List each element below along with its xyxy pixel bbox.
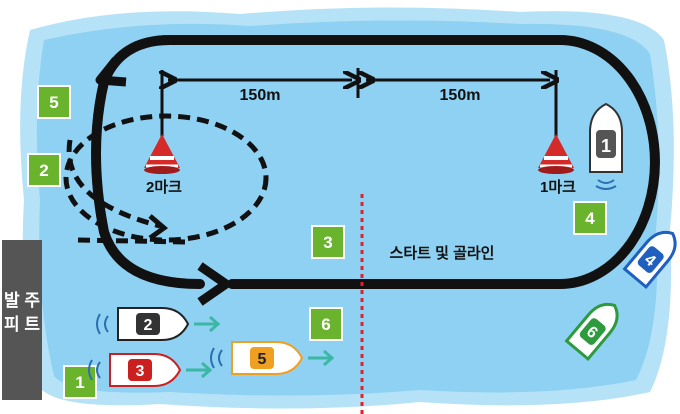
turn-path-dashed xyxy=(63,113,269,243)
badge-2: 2 xyxy=(27,153,61,187)
water-inner xyxy=(36,20,659,396)
svg-text:4: 4 xyxy=(585,209,595,228)
svg-text:6: 6 xyxy=(321,315,330,334)
badge-5: 5 xyxy=(37,85,71,119)
track-arrow-top xyxy=(95,57,127,87)
mark2-label: 2마크 xyxy=(146,179,182,196)
svg-text:3: 3 xyxy=(136,363,145,380)
badge-1: 1 xyxy=(63,365,97,399)
mark2-buoy xyxy=(144,134,180,174)
svg-text:2: 2 xyxy=(144,317,153,334)
pit-area xyxy=(2,240,42,400)
boat-4: 4 xyxy=(622,230,677,290)
turn-path-entry xyxy=(66,139,161,229)
boat-1: 1 xyxy=(589,102,623,190)
svg-text:1: 1 xyxy=(601,136,611,156)
badge-6: 6 xyxy=(309,307,343,341)
mark1-label: 1마크 xyxy=(540,179,576,196)
start-goal-label: 스타트 및 골라인 xyxy=(390,244,495,262)
svg-text:2: 2 xyxy=(39,161,48,180)
track-arrow-bottom xyxy=(197,262,231,306)
badge-4: 4 xyxy=(573,201,607,235)
svg-text:5: 5 xyxy=(258,351,267,368)
svg-text:5: 5 xyxy=(49,93,58,112)
boat-2: 2 xyxy=(96,307,221,341)
turn-path-arrow xyxy=(148,214,169,241)
boat-3: 3 xyxy=(88,353,213,387)
distance-left-label: 150m xyxy=(240,87,281,104)
svg-text:3: 3 xyxy=(323,233,332,252)
badge-3: 3 xyxy=(311,225,345,259)
boat-5: 5 xyxy=(210,341,335,375)
mark1-buoy xyxy=(538,134,574,174)
boat-6: 6 xyxy=(564,302,619,362)
svg-text:1: 1 xyxy=(75,373,84,392)
pit-label-line1: 발 주 xyxy=(4,291,40,310)
course-track xyxy=(91,35,660,289)
pit-label-line2: 피 트 xyxy=(4,315,40,334)
distance-right-label: 150m xyxy=(440,87,481,104)
